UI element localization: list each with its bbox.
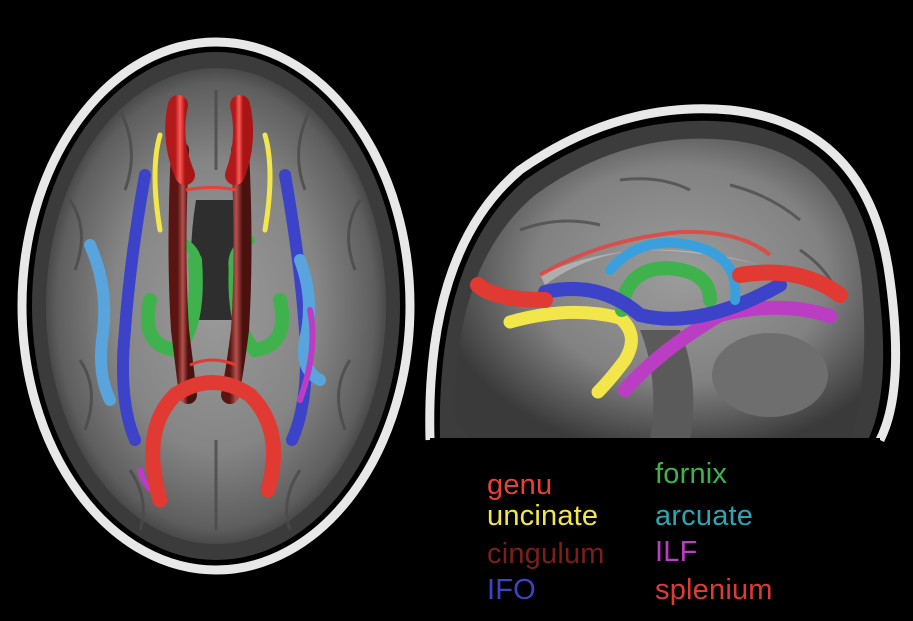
axial-slice	[17, 37, 415, 575]
axial-skull-outline	[17, 37, 415, 575]
cerebellum	[712, 333, 828, 417]
sagittal-slice	[425, 104, 901, 443]
sagittal-skull-outline	[425, 104, 901, 443]
axial-ventricle	[191, 200, 241, 320]
